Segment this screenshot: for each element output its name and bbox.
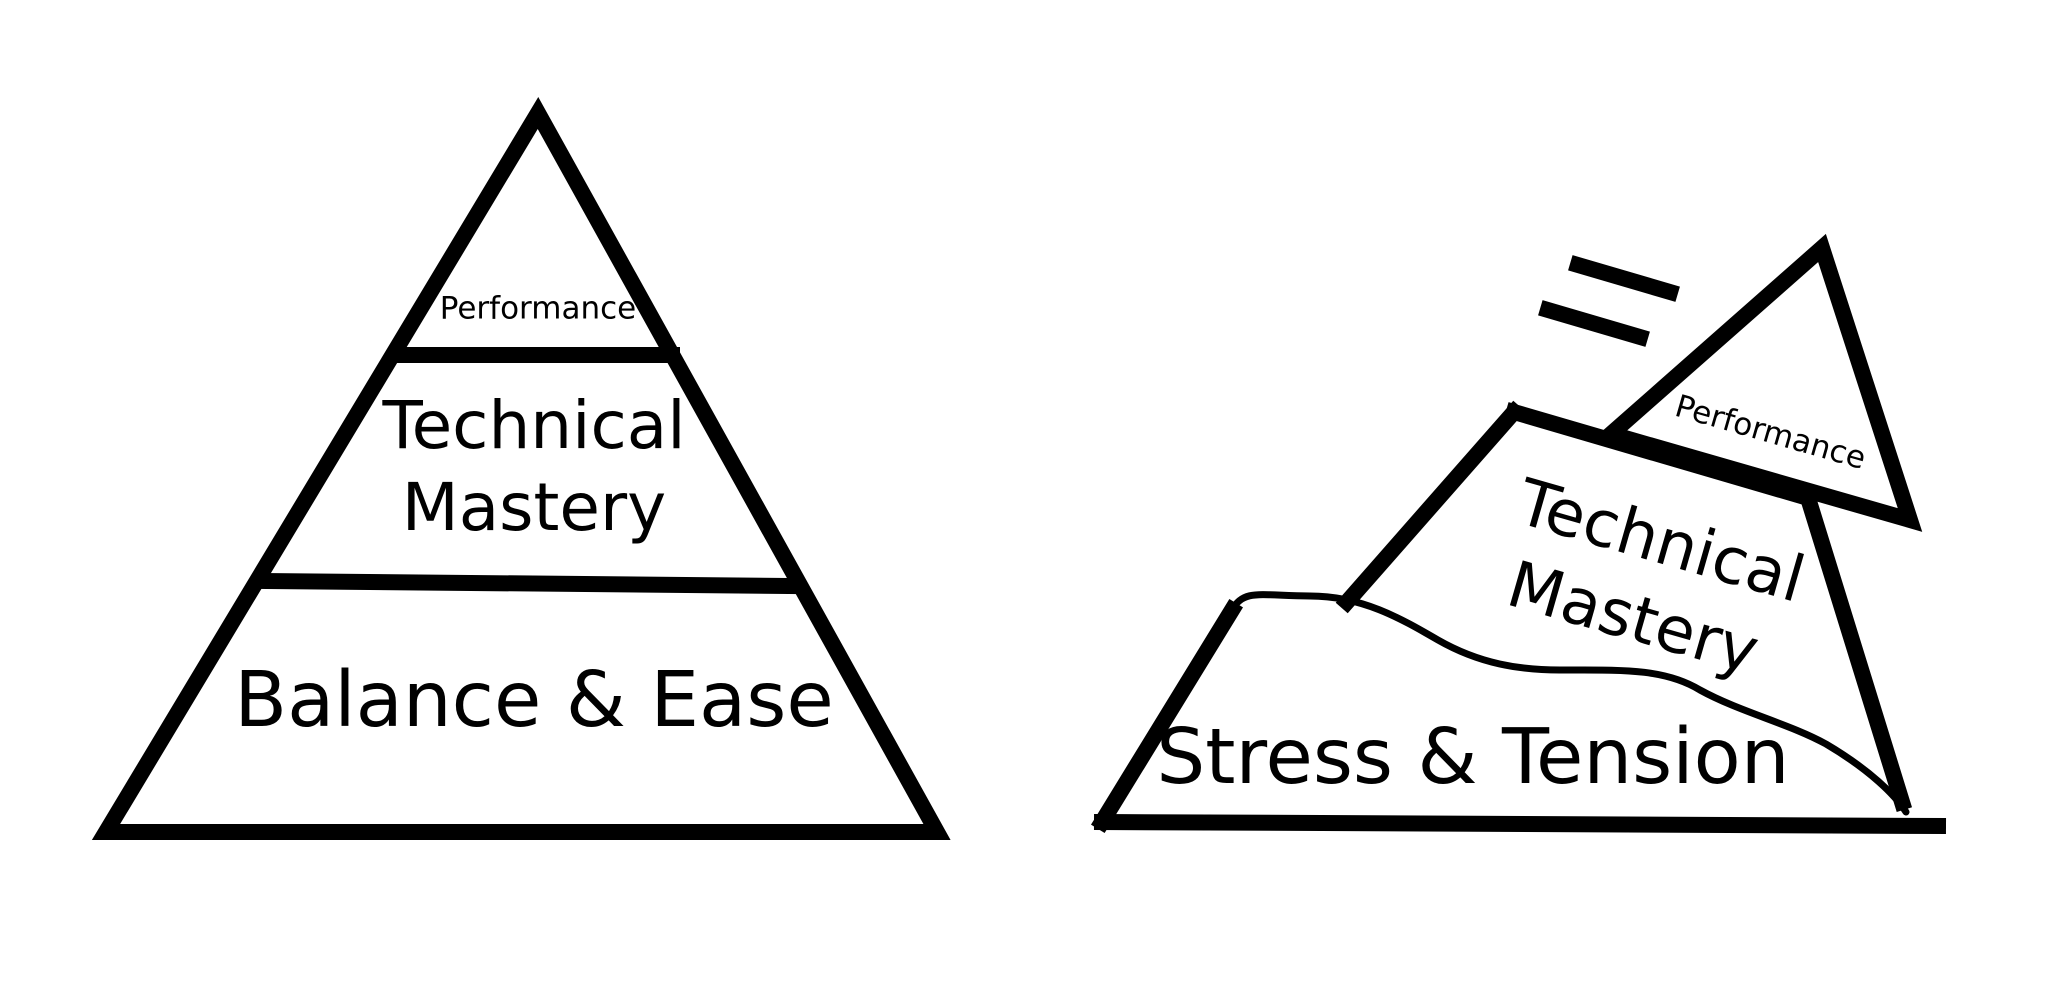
stable-pyramid-top-label: Performance (440, 291, 636, 327)
collapsing-pyramid-base-label: Stress & Tension (1156, 713, 1789, 802)
stable-pyramid-middle-divider (253, 572, 803, 595)
collapsing-pyramid-middle-right-edge (1797, 487, 1913, 813)
stable-pyramid-outline (91, 97, 951, 840)
stable-pyramid-base-label: Balance & Ease (234, 656, 833, 745)
collapsing-pyramid-top-triangle (1594, 233, 1923, 532)
stable-pyramid-middle-label-line2: Mastery (402, 469, 666, 546)
motion-line-lower (1538, 300, 1650, 347)
collapsing-pyramid-middle-left-edge (1335, 400, 1526, 614)
collapsing-pyramid: Performance Technical Mastery Stress & T… (1090, 233, 1947, 835)
collapsing-pyramid-base-line (1093, 813, 1947, 835)
collapsing-pyramid-base-left-edge (1090, 598, 1244, 834)
collapsing-pyramid-wavy-line (1228, 591, 1910, 816)
stable-pyramid-middle-label-line1: Technical (381, 387, 685, 464)
motion-line-upper (1568, 255, 1680, 302)
stable-pyramid: Performance Technical Mastery Balance & … (91, 97, 951, 840)
